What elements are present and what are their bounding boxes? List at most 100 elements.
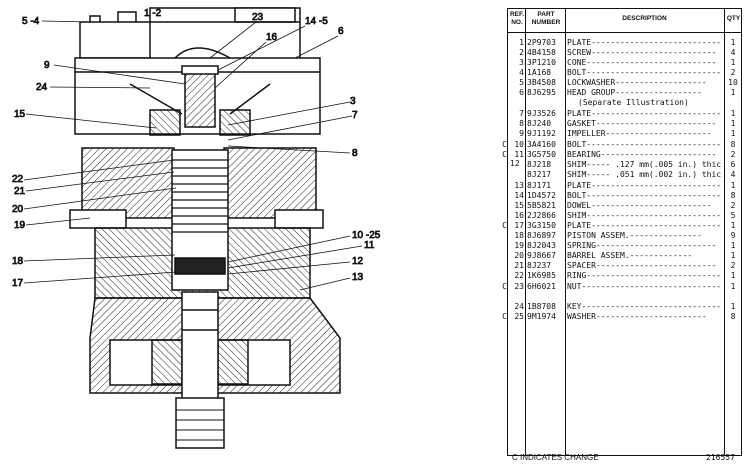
callout-label: 20 [12, 204, 24, 215]
change-indicator-note: C INDICATES CHANGE [512, 453, 599, 462]
callout-label: 21 [14, 186, 26, 197]
callout-label: 14 -5 [305, 16, 328, 27]
description: PLATE--------------------------- [567, 109, 722, 118]
description: BOLT---------------------------- [567, 140, 722, 149]
description: DOWEL------------------------- [567, 201, 712, 210]
table-row: (Separate Illustration) [508, 98, 741, 108]
callout-label: 6 [338, 26, 344, 37]
part-number: 2P9703 [527, 38, 556, 47]
quantity: 2 [730, 68, 736, 77]
callout-label: 17 [12, 278, 24, 289]
part-number: 9J8667 [527, 251, 556, 260]
ref-number: 6 [519, 88, 524, 97]
ref-number: 3 [519, 58, 524, 67]
part-number: 8J240 [527, 119, 552, 128]
head-group [74, 7, 321, 136]
header-description: DESCRIPTION [622, 15, 667, 22]
description: PLATE---------------------------- [567, 38, 722, 47]
table-header: REF. NO. PART NUMBER DESCRIPTION QTY [508, 9, 741, 33]
quantity: 8 [730, 140, 736, 149]
part-number: 8J237 [527, 261, 552, 270]
callout-label: 16 [266, 32, 278, 43]
description: BARREL ASSEM.------------- [567, 251, 693, 260]
ref-number: 24 [514, 302, 524, 311]
part-number: 1B8708 [527, 302, 556, 311]
ref-number: 7 [519, 109, 524, 118]
ref-number: 20 [514, 251, 524, 260]
table-row: 1 2P9703 PLATE----------------------------… [508, 38, 741, 48]
quantity: 8 [730, 191, 736, 200]
quantity: 1 [730, 221, 736, 230]
description: SHIM----- .127 mm(.005 in.) thick [567, 160, 722, 169]
callout-label: 13 [352, 272, 364, 283]
callout-label: 19 [14, 220, 26, 231]
change-flag: C [502, 312, 507, 321]
ref-number: 13 [514, 181, 524, 190]
part-number: 9M1974 [527, 312, 556, 321]
change-flag: C [502, 221, 507, 230]
description: SHIM---------------------------- [567, 211, 722, 220]
ref-number: 8 [519, 119, 524, 128]
ref-number: 22 [514, 271, 524, 280]
callout-label: 12 [352, 256, 364, 267]
description: BOLT---------------------------- [567, 191, 722, 200]
ref-number: 21 [514, 261, 524, 270]
header-ref: REF. NO. [509, 11, 525, 26]
part-number: 8J218 [527, 160, 552, 169]
part-number: 8J6295 [527, 88, 556, 97]
part-number: 2J2866 [527, 211, 556, 220]
description: NUT------------------------------ [567, 282, 722, 291]
description: SPRING------------------------- [567, 241, 717, 250]
quantity: 1 [730, 38, 736, 47]
description: BEARING------------------------ [567, 150, 717, 159]
pump-housing [69, 147, 341, 449]
callout-label: 1 -2 [144, 8, 162, 19]
part-number: 8J2043 [527, 241, 556, 250]
quantity: 9 [730, 231, 736, 240]
ref-number: 9 [519, 129, 524, 138]
quantity: 1 [730, 271, 736, 280]
description: PISTON ASSEM.--------------- [567, 231, 702, 240]
quantity: 1 [730, 109, 736, 118]
ref-number: 18 [514, 231, 524, 240]
callout-label: 10 -25 [352, 230, 381, 241]
illustration-code: 216557 [706, 453, 735, 462]
quantity: 1 [730, 58, 736, 67]
description: CONE--------------------------- [567, 58, 717, 67]
quantity: 1 [730, 88, 736, 97]
description: SPACER------------------------- [567, 261, 717, 270]
description: GASKET------------------------- [567, 119, 717, 128]
callout-label: 18 [12, 256, 24, 267]
callout-label: 24 [36, 82, 48, 93]
description: PLATE---------------------------- [567, 181, 722, 190]
quantity: 1 [730, 129, 736, 138]
callout-label: 3 [350, 96, 356, 107]
quantity: 5 [730, 211, 736, 220]
description: HEAD GROUP------------------ [567, 88, 702, 97]
ref-number: 11 [514, 150, 524, 159]
ref-number: 17 [514, 221, 524, 230]
header-qty: QTY [726, 15, 741, 22]
callout-label: 23 [252, 12, 264, 23]
description: IMPELLER---------------------- [567, 129, 712, 138]
description: LOCKWASHER------------------- [567, 78, 707, 87]
